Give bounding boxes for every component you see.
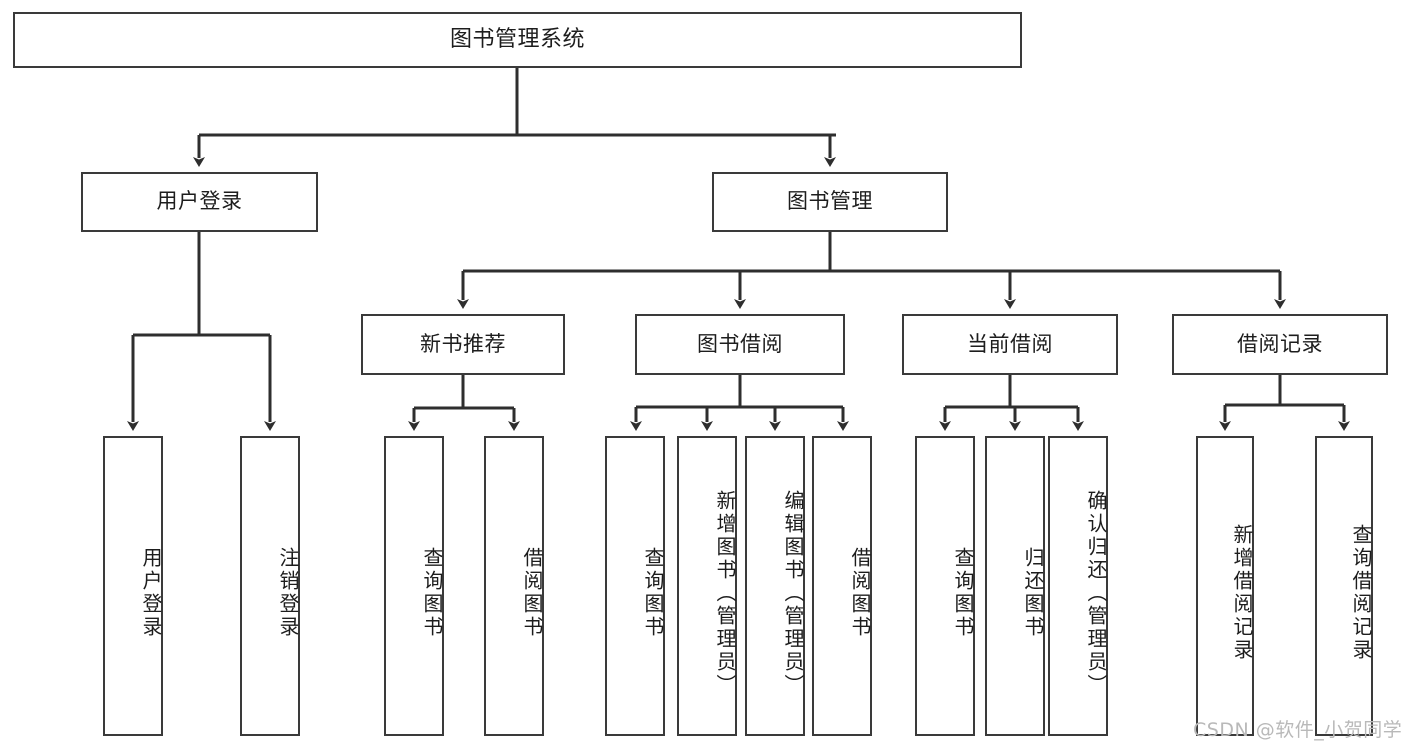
node-leaf-edit-book-label: 编辑图书（管理员） — [781, 489, 805, 697]
node-leaf-logout-label: 注销登录 — [276, 547, 300, 639]
node-current-borrow-label: 当前借阅 — [967, 331, 1053, 356]
node-user-login-label: 用户登录 — [156, 189, 243, 214]
csdn-watermark: CSDN @软件_小贺同学 — [1193, 719, 1403, 741]
node-borrow-record[interactable]: 借阅记录 — [1172, 314, 1388, 375]
node-user-login[interactable]: 用户登录 — [81, 172, 318, 232]
node-leaf-confirm-return-label: 确认归还（管理员） — [1084, 489, 1108, 697]
node-leaf-confirm-return[interactable]: 确认归还（管理员） — [1048, 436, 1108, 736]
node-leaf-user-login-label: 用户登录 — [139, 547, 163, 639]
node-borrow-record-label: 借阅记录 — [1237, 331, 1323, 356]
node-leaf-query-book-recommend-label: 查询图书 — [420, 547, 444, 639]
node-leaf-borrow-book-recommend-label: 借阅图书 — [520, 547, 544, 639]
node-leaf-add-borrow-record[interactable]: 新增借阅记录 — [1196, 436, 1254, 736]
node-leaf-return-book[interactable]: 归还图书 — [985, 436, 1045, 736]
node-new-book-recommend[interactable]: 新书推荐 — [361, 314, 565, 375]
node-leaf-logout[interactable]: 注销登录 — [240, 436, 300, 736]
node-book-management[interactable]: 图书管理 — [712, 172, 948, 232]
node-leaf-return-book-label: 归还图书 — [1021, 547, 1045, 639]
node-book-borrow-label: 图书借阅 — [697, 331, 783, 356]
node-leaf-query-book-current-label: 查询图书 — [951, 547, 975, 639]
node-new-book-recommend-label: 新书推荐 — [420, 331, 506, 356]
node-book-management-label: 图书管理 — [787, 189, 873, 214]
node-leaf-borrow-book-recommend[interactable]: 借阅图书 — [484, 436, 544, 736]
node-leaf-add-borrow-record-label: 新增借阅记录 — [1230, 524, 1254, 662]
node-leaf-query-borrow-record-label: 查询借阅记录 — [1349, 524, 1373, 662]
node-leaf-query-book-borrow-label: 查询图书 — [641, 547, 665, 639]
node-leaf-borrow-book-label: 借阅图书 — [848, 547, 872, 639]
node-leaf-add-book-label: 新增图书（管理员） — [713, 489, 737, 697]
node-leaf-edit-book[interactable]: 编辑图书（管理员） — [745, 436, 805, 736]
node-book-borrow[interactable]: 图书借阅 — [635, 314, 845, 375]
node-leaf-user-login[interactable]: 用户登录 — [103, 436, 163, 736]
node-leaf-query-borrow-record[interactable]: 查询借阅记录 — [1315, 436, 1373, 736]
node-current-borrow[interactable]: 当前借阅 — [902, 314, 1118, 375]
node-leaf-query-book-recommend[interactable]: 查询图书 — [384, 436, 444, 736]
node-leaf-query-book-borrow[interactable]: 查询图书 — [605, 436, 665, 736]
node-root[interactable]: 图书管理系统 — [13, 12, 1022, 68]
node-leaf-add-book[interactable]: 新增图书（管理员） — [677, 436, 737, 736]
node-root-label: 图书管理系统 — [449, 26, 585, 52]
node-leaf-query-book-current[interactable]: 查询图书 — [915, 436, 975, 736]
node-leaf-borrow-book[interactable]: 借阅图书 — [812, 436, 872, 736]
